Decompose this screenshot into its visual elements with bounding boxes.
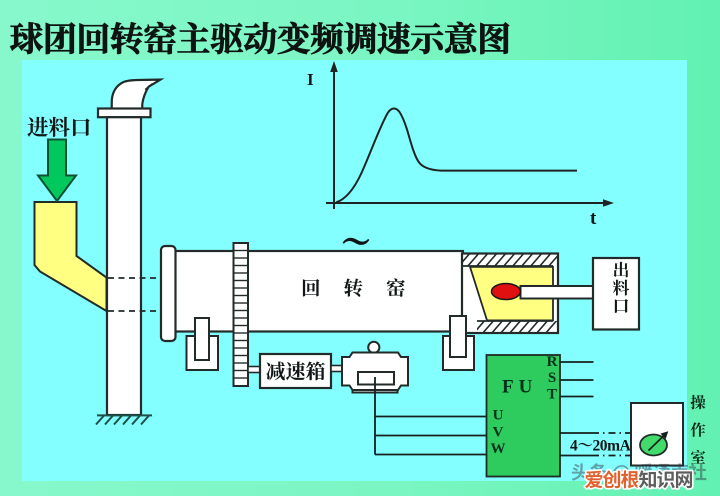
watermark-brand-highlight: 爱创根 [585,466,640,493]
current-time-graph [326,68,607,209]
kiln-end-cap [159,244,177,343]
discharge-outlet-label: 出料口 [613,256,630,317]
graph-y-label: I [307,70,314,89]
feed-arrow [36,138,78,203]
motor-shaft [330,364,344,373]
motor-cables [374,361,594,456]
terminal-u: U [493,408,504,424]
kiln-label: 回转窑 [301,273,429,301]
discharge-pipe [519,285,594,300]
girth-gear-teeth [233,249,248,379]
terminal-r: R [547,354,558,370]
terminal-w: W [491,441,506,457]
feed-chute [33,201,108,313]
inverter-box [485,354,561,478]
kiln-head-hatch-top [462,253,558,266]
watermark-brand-rest: 知识网 [639,466,693,493]
operation-room-label: 操作室 [690,391,706,468]
chimney-pipe [105,116,143,417]
watermark-background-text: 头条 @ 暖通南社 [571,459,706,485]
graph-x-arrowhead [603,199,614,207]
right-pedestal [442,315,475,371]
right-pedestal-post [449,315,467,358]
graph-y-arrowhead [330,61,338,72]
feed-inlet-label: 进料口 [27,111,92,142]
girth-gear [232,242,249,387]
signal-lines [560,432,651,457]
terminal-s: S [548,370,556,386]
knob-pointer-arrowhead [660,431,669,439]
gearbox-label: 减速箱 [266,356,326,385]
girth-gear-body [232,242,249,387]
graph-current-curve [335,107,577,204]
flame [490,282,522,301]
chimney-cap-lip [144,82,154,91]
inverter-label: FU [502,377,537,398]
terminal-t: T [547,387,557,403]
left-pedestal-post [194,317,210,361]
ground-hatch [95,414,152,426]
left-pedestal [185,317,219,371]
hidden-chute-dashes [108,277,161,312]
page-title: 球团回转窑主驱动变频调速示意图 [10,12,511,61]
gear-shaft [247,365,261,374]
chimney-flange [96,107,152,119]
terminal-v: V [493,425,504,441]
discharge-outlet-box [591,256,641,331]
motor-terminal-cap [367,340,381,354]
knob-pointer [647,434,666,452]
motor-nameplate [357,371,395,386]
watermark-brand: 爱创根知识网 [585,466,693,493]
graph-x-label: t [590,208,597,229]
signal-current-label: 4～20mA [570,438,632,455]
